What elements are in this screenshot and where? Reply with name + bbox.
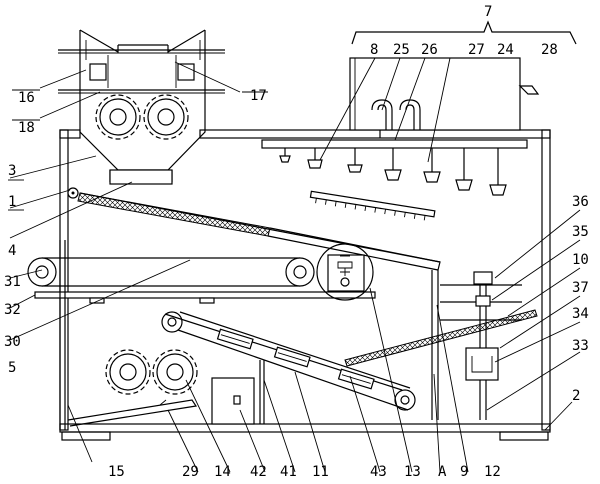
crushing-gears-top bbox=[95, 94, 189, 140]
callout-16: 16 bbox=[18, 90, 35, 106]
callout-31: 31 bbox=[4, 274, 21, 290]
outlet-slide bbox=[67, 399, 198, 427]
callout-26: 26 bbox=[421, 42, 438, 58]
callout-32: 32 bbox=[4, 302, 21, 318]
collection-box-inner bbox=[233, 395, 241, 405]
callout-18: 18 bbox=[18, 120, 35, 136]
callout-A: A bbox=[438, 464, 447, 480]
callout-10: 10 bbox=[572, 252, 589, 268]
callout-4: 4 bbox=[8, 243, 16, 259]
callout-37: 37 bbox=[572, 280, 589, 296]
callout-9: 9 bbox=[460, 464, 468, 480]
callout-27: 27 bbox=[468, 42, 485, 58]
callout-7: 7 bbox=[484, 4, 492, 20]
crushing-gears-bottom bbox=[105, 349, 198, 395]
spray-manifold bbox=[261, 139, 528, 221]
callout-13: 13 bbox=[404, 464, 421, 480]
detail-a-circle bbox=[316, 243, 374, 301]
callout-35: 35 bbox=[572, 224, 589, 240]
upper-screen bbox=[67, 187, 441, 271]
callout-25: 25 bbox=[393, 42, 410, 58]
callout-2: 2 bbox=[572, 388, 580, 404]
callout-1: 1 bbox=[8, 194, 16, 210]
vibration-assembly bbox=[344, 270, 538, 420]
leader-lines bbox=[8, 57, 581, 473]
air-box bbox=[349, 20, 577, 138]
callout-24: 24 bbox=[497, 42, 514, 58]
callout-11: 11 bbox=[312, 464, 329, 480]
callout-30: 30 bbox=[4, 334, 21, 350]
nozzle-row bbox=[279, 148, 507, 196]
feed-hopper bbox=[58, 29, 225, 185]
callout-5: 5 bbox=[8, 360, 16, 376]
callout-12: 12 bbox=[484, 464, 501, 480]
callout-28: 28 bbox=[541, 42, 558, 58]
callout-15: 15 bbox=[108, 464, 125, 480]
callout-42: 42 bbox=[250, 464, 267, 480]
callout-3: 3 bbox=[8, 163, 16, 179]
callout-8: 8 bbox=[370, 42, 378, 58]
callout-34: 34 bbox=[572, 306, 589, 322]
callout-17: 17 bbox=[250, 88, 267, 104]
callout-36: 36 bbox=[572, 194, 589, 210]
upper-conveyor bbox=[27, 240, 376, 430]
callout-33: 33 bbox=[572, 338, 589, 354]
callout-labels: 16 18 17 3 1 4 31 32 30 5 7 8 25 26 27 2… bbox=[4, 4, 589, 480]
callout-29: 29 bbox=[182, 464, 199, 480]
callout-14: 14 bbox=[214, 464, 231, 480]
callout-41: 41 bbox=[280, 464, 297, 480]
callout-43: 43 bbox=[370, 464, 387, 480]
lower-conveyor bbox=[161, 311, 416, 424]
collection-box bbox=[211, 377, 255, 425]
